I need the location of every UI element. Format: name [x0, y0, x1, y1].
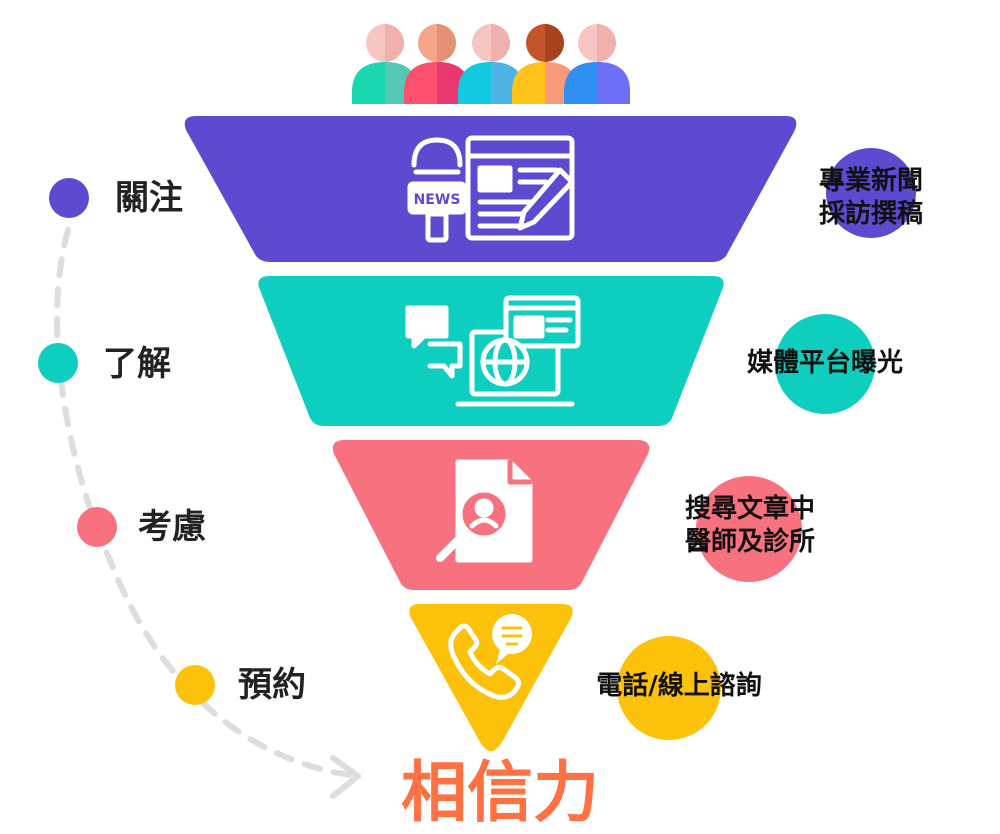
stage-dot-3	[77, 507, 117, 547]
journey-path	[54, 227, 353, 778]
stage-description-2-line-1: 媒體平台曝光	[746, 348, 903, 378]
news-microphone-icon	[407, 135, 575, 243]
funnel-stage-4	[409, 604, 573, 751]
stage-description-3-line-1: 搜尋文章中	[684, 494, 815, 524]
stage-label-2: 了解	[103, 344, 171, 384]
desc-circle-4	[617, 636, 721, 740]
funnel-title: 相信力	[401, 754, 599, 831]
stage-description-4: 電話/線上諮詢	[577, 670, 781, 703]
search-document-icon	[436, 459, 533, 563]
stage-description-1-line-1: 專業新聞	[818, 166, 923, 196]
stage-description-1-line-2: 採訪撰稿	[818, 198, 923, 229]
stage-dot-1	[49, 178, 89, 218]
media-platform-icon	[405, 295, 581, 407]
desc-circle-2	[775, 314, 875, 414]
stage-label-1: 關注	[115, 178, 183, 218]
stage-description-3: 搜尋文章中 醫師及診所	[670, 493, 830, 558]
stage-description-1: 專業新聞 採訪撰稿	[806, 165, 936, 230]
journey-arrow-icon	[330, 755, 361, 799]
stage-label-4: 預約	[238, 665, 306, 705]
phone-chat-icon	[448, 614, 532, 700]
stage-description-4-line-1: 電話/線上諮詢	[596, 671, 762, 701]
stage-dot-4	[175, 665, 215, 705]
desc-circle-1	[826, 148, 916, 238]
stage-dot-2	[38, 343, 78, 383]
desc-circle-3	[696, 476, 802, 582]
svg-text:NEWS: NEWS	[414, 192, 461, 208]
stage-description-3-line-2: 醫師及診所	[684, 526, 815, 557]
audience-people-icon	[352, 24, 630, 104]
stage-description-2: 媒體平台曝光	[725, 347, 925, 380]
stage-label-3: 考慮	[138, 507, 206, 547]
